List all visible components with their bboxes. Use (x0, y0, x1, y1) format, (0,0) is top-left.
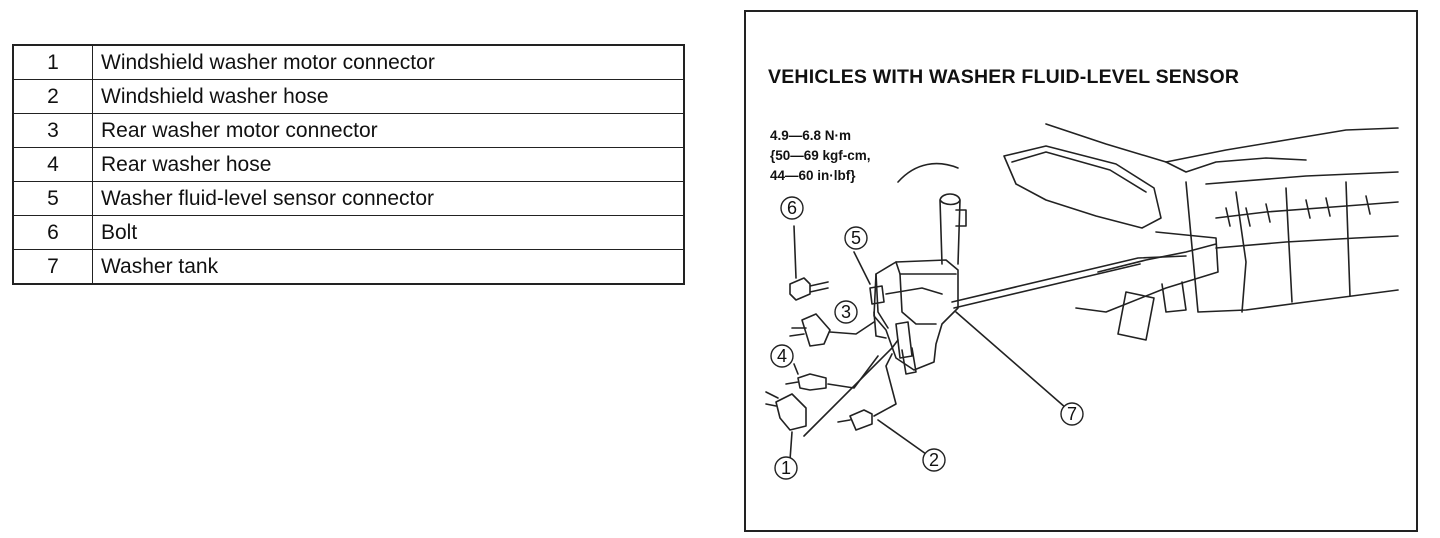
callout-5: 5 (851, 228, 861, 248)
filler-neck (939, 193, 961, 265)
legend-number: 1 (12, 44, 93, 80)
legend-number: 4 (12, 147, 93, 182)
callout-3: 3 (841, 302, 851, 322)
legend-label: Windshield washer motor connector (92, 44, 685, 80)
pump-motor (895, 321, 917, 375)
callout-2: 2 (929, 450, 939, 470)
bolt-6 (789, 277, 829, 301)
callout-5-circle (844, 226, 868, 250)
legend-number: 2 (12, 79, 93, 114)
legend-label: Bolt (92, 215, 685, 250)
legend-number: 7 (12, 249, 93, 285)
legend-number: 6 (12, 215, 93, 250)
callout-6-circle (780, 196, 804, 220)
torque-line: 4.9—6.8 N·m (770, 128, 852, 143)
hose-2 (837, 409, 873, 431)
callout-3-circle (834, 300, 858, 324)
torque-line: 44—60 in·lbf} (770, 168, 856, 183)
washer-tank-body (873, 259, 959, 371)
legend-label: Rear washer hose (92, 147, 685, 182)
figure-title: VEHICLES WITH WASHER FLUID-LEVEL SENSOR (768, 66, 1240, 88)
legend-number: 3 (12, 113, 93, 148)
callout-4: 4 (777, 346, 787, 366)
callout-4-circle (770, 344, 794, 368)
legend-label: Washer fluid-level sensor connector (92, 181, 685, 216)
legend-label: Rear washer motor connector (92, 113, 685, 148)
callout-7: 7 (1067, 404, 1077, 424)
callout-2-circle (922, 448, 946, 472)
fender-line (1045, 123, 1399, 163)
callout-6: 6 (787, 198, 797, 218)
legend-label: Washer tank (92, 249, 685, 285)
diagram-artwork: 6 5 3 4 1 2 7 (765, 123, 1399, 480)
headlight-outline (1003, 145, 1162, 229)
callout-7-circle (1060, 402, 1084, 426)
hose-4 (785, 373, 827, 391)
callout-1-circle (774, 456, 798, 480)
washer-tank-diagram: 6 5 3 4 1 2 7 VEHICLES WITH WASHER FLUID… (744, 10, 1418, 532)
radiator-support (1185, 181, 1399, 313)
connector-1 (765, 391, 807, 431)
torque-line: {50—69 kgf-cm, (770, 148, 871, 163)
legend-label: Windshield washer hose (92, 79, 685, 114)
torque-spec: 4.9—6.8 N·m {50—69 kgf-cm, 44—60 in·lbf} (770, 126, 871, 186)
legend-number: 5 (12, 181, 93, 216)
connector-3 (789, 313, 831, 347)
callout-1: 1 (781, 458, 791, 478)
leader-torque (897, 162, 959, 183)
